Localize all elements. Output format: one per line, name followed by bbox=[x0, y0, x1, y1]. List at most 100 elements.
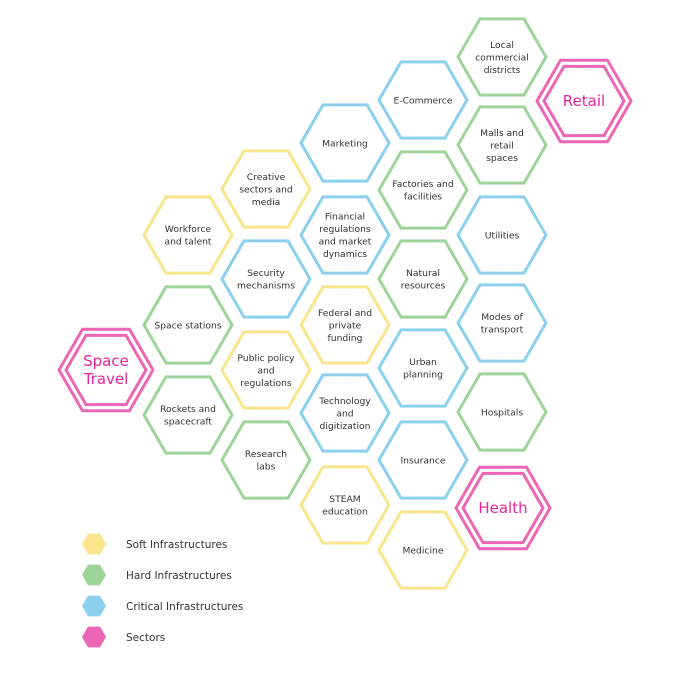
hex-label: and market bbox=[319, 237, 372, 248]
hex-label: Research bbox=[245, 449, 287, 460]
hex-steam-education: STEAM education bbox=[299, 465, 391, 545]
legend-label: Sectors bbox=[126, 632, 165, 644]
hex-shape bbox=[142, 195, 234, 275]
legend-swatch bbox=[82, 533, 106, 555]
hex-shape bbox=[377, 510, 469, 590]
hex-label: sectors and bbox=[239, 184, 292, 195]
hex-health: Health bbox=[454, 465, 552, 551]
hex-e-commerce: E-Commerce bbox=[377, 60, 469, 140]
hex-label: Local bbox=[490, 40, 514, 51]
hex-label: media bbox=[252, 197, 281, 208]
hex-label: Workforce bbox=[165, 224, 212, 235]
legend-item-critical: Critical Infrastructures bbox=[82, 595, 243, 617]
hex-hospitals: Hospitals bbox=[456, 372, 548, 452]
hex-natural-resources: Natural resources bbox=[377, 239, 469, 319]
hex-label: digitization bbox=[320, 421, 371, 432]
hex-label: and bbox=[257, 365, 274, 376]
hex-label: commercial bbox=[475, 52, 529, 63]
hex-label: Medicine bbox=[402, 545, 443, 556]
legend-label: Critical Infrastructures bbox=[126, 601, 243, 613]
hex-label: Security bbox=[247, 268, 285, 279]
hex-label: STEAM bbox=[329, 494, 361, 505]
hex-marketing: Marketing bbox=[299, 103, 391, 183]
hex-label: Financial bbox=[325, 212, 365, 223]
legend-swatch bbox=[82, 595, 106, 617]
hex-space-stations: Space stations bbox=[142, 285, 234, 365]
hex-shape bbox=[142, 285, 234, 365]
hex-label: spacecraft bbox=[164, 417, 212, 428]
hex-shape bbox=[535, 58, 633, 144]
hex-shape bbox=[299, 103, 391, 183]
hex-label: and bbox=[336, 408, 353, 419]
hex-security-mechanisms: Security mechanisms bbox=[220, 239, 312, 319]
hex-shape bbox=[456, 283, 548, 363]
hex-medicine: Medicine bbox=[377, 510, 469, 590]
hex-label: Space stations bbox=[154, 320, 222, 331]
hex-shape bbox=[220, 330, 312, 410]
hex-label: mechanisms bbox=[237, 281, 295, 292]
hex-label: resources bbox=[401, 281, 446, 292]
hex-shape bbox=[456, 195, 548, 275]
hex-shape bbox=[456, 105, 548, 185]
hex-label: Marketing bbox=[322, 138, 368, 149]
hex-insurance: Insurance bbox=[377, 420, 469, 500]
hex-retail: Retail bbox=[535, 58, 633, 144]
hex-shape bbox=[377, 239, 469, 319]
hex-label: Natural bbox=[406, 268, 440, 279]
legend-label: Soft Infrastructures bbox=[126, 539, 227, 551]
hex-label: and talent bbox=[164, 237, 211, 248]
hex-label: Malls and bbox=[480, 128, 524, 139]
hex-label: E-Commerce bbox=[394, 95, 453, 106]
hex-label: Hospitals bbox=[481, 407, 523, 418]
legend-item-hard: Hard Infrastructures bbox=[82, 564, 232, 586]
legend-label: Hard Infrastructures bbox=[126, 570, 232, 582]
hex-shape bbox=[299, 285, 391, 365]
hex-shape bbox=[456, 372, 548, 452]
hex-label: Technology bbox=[318, 396, 371, 407]
hex-inner-shape bbox=[542, 64, 626, 138]
hex-shape bbox=[57, 327, 155, 413]
hex-shape bbox=[299, 195, 391, 275]
hex-shape bbox=[220, 239, 312, 319]
legend-item-sector: Sectors bbox=[82, 626, 165, 648]
hex-label: Utilities bbox=[485, 230, 520, 241]
hex-shape bbox=[456, 17, 548, 97]
hex-label: Space bbox=[83, 352, 129, 370]
legend-swatch bbox=[82, 564, 106, 586]
hex-label: dynamics bbox=[323, 249, 367, 260]
legend-item-soft: Soft Infrastructures bbox=[82, 533, 227, 555]
hex-label: Retail bbox=[563, 92, 605, 110]
hex-label: districts bbox=[484, 65, 521, 76]
hex-shape bbox=[142, 375, 234, 455]
hex-shape bbox=[220, 149, 312, 229]
hex-shape bbox=[377, 150, 469, 230]
hex-label: spaces bbox=[486, 153, 518, 164]
hex-label: retail bbox=[490, 140, 514, 151]
hex-label: regulations bbox=[319, 224, 371, 235]
hex-label: Creative bbox=[247, 172, 286, 183]
hex-label: transport bbox=[481, 325, 524, 336]
legend-swatch bbox=[82, 626, 106, 648]
hex-shape bbox=[299, 465, 391, 545]
hex-label: regulations bbox=[240, 378, 292, 389]
hex-utilities: Utilities bbox=[456, 195, 548, 275]
hex-label: education bbox=[322, 507, 368, 518]
hex-shape bbox=[220, 420, 312, 500]
hex-label: Travel bbox=[83, 370, 129, 388]
hex-inner-shape bbox=[461, 471, 545, 545]
hex-label: Federal and bbox=[318, 308, 372, 319]
